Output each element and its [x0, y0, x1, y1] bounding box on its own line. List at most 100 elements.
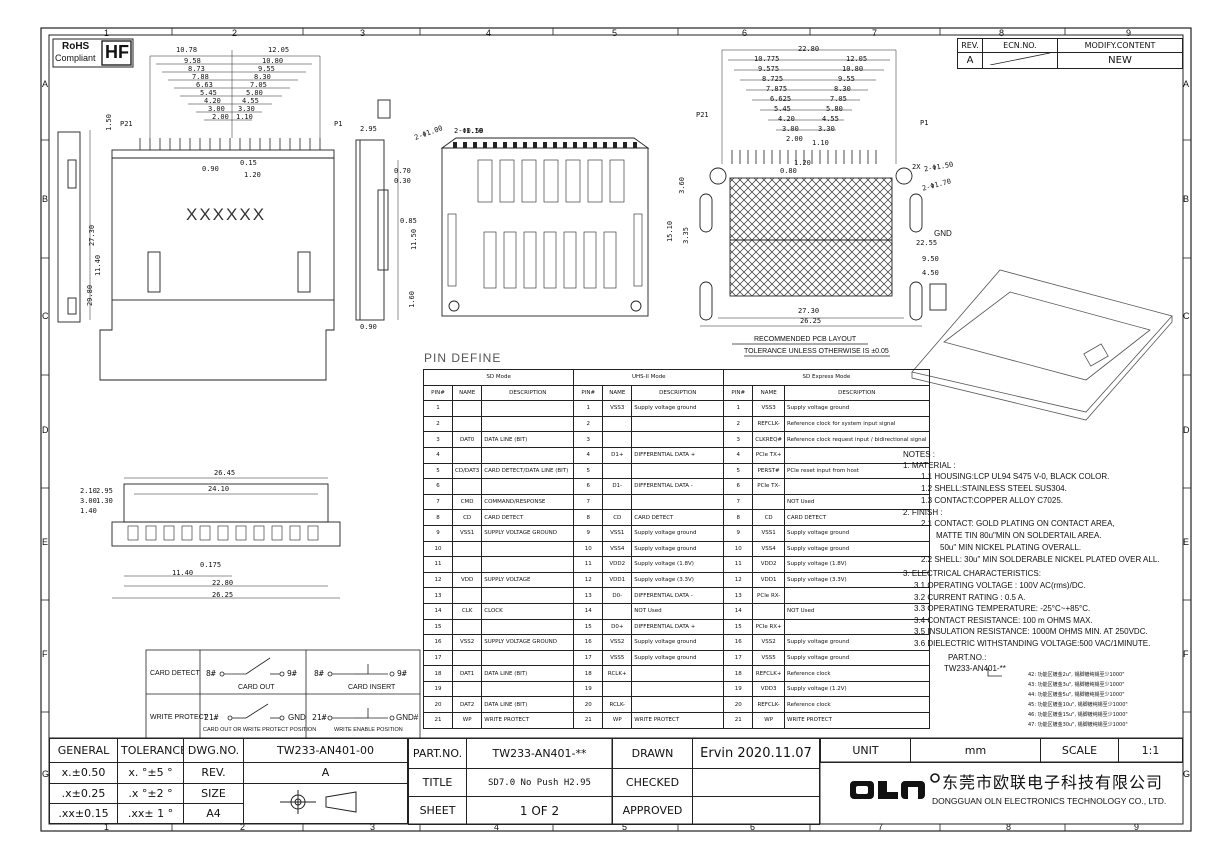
pin-name: DAT2 [451, 696, 483, 714]
pin-number: 14 [573, 602, 604, 620]
dim-label: 27.30 [88, 224, 97, 247]
row-label: D [42, 425, 49, 435]
note-line: 3.4 CONTACT RESISTANCE: 100 m OHMS MAX. [914, 616, 1093, 625]
pin-number: 5 [423, 462, 453, 480]
pin-description: DATA LINE (BIT) [481, 665, 575, 682]
pin-description [481, 446, 575, 464]
revision-table: REV. ECN.NO. MODIFY.CONTENT A NEW [957, 38, 1183, 69]
pin-number: 11 [423, 556, 453, 573]
note-line: 3.2 CURRENT RATING : 0.5 A. [914, 593, 1026, 602]
note-line: 50u" MIN NICKEL PLATING OVERALL. [940, 543, 1082, 552]
pin-ref: 21# [312, 713, 327, 722]
dim-label: 1.10 [236, 113, 253, 121]
pin-name [602, 602, 633, 620]
pin-ref: 9# [287, 669, 297, 678]
note-line: 3.6 DIELECTRIC WITHSTANDING VOLTAGE:500 … [914, 639, 1151, 648]
pin-description: Supply voltage ground [784, 540, 930, 558]
pin-description: NOT Used [784, 602, 930, 620]
pin-number: 7 [573, 493, 604, 511]
pin-name: VSS2 [602, 634, 633, 651]
pin-number: 6 [723, 478, 754, 495]
pin-name: PERST# [752, 462, 786, 480]
pin-description [481, 587, 575, 604]
pin-label: P1 [334, 120, 343, 128]
dim-label: 1.30 [96, 497, 113, 505]
pin-description: Supply voltage ground [631, 400, 725, 417]
pin-name: VSS5 [602, 649, 633, 667]
pin-number: 13 [723, 587, 754, 604]
pin-number: 15 [723, 618, 754, 636]
pin-name: VSS3 [602, 400, 633, 417]
note-line: 3.1 OPERATING VOLTAGE : 100V AC(rms)/DC. [914, 581, 1086, 590]
dim-label: 22.80 [798, 45, 820, 53]
part-marking: XXXXXX [186, 205, 267, 224]
pin-ref: 8# [206, 669, 216, 678]
col-header: PIN# [573, 384, 604, 402]
pin-name: CMD [451, 493, 483, 511]
pin-label: P21 [120, 120, 133, 128]
pin-name [602, 431, 633, 448]
pin-name: CD [752, 509, 786, 526]
pin-name: RCLK- [602, 696, 633, 714]
dim-label: 7.875 [766, 85, 788, 93]
col-header: NAME [752, 384, 786, 402]
rohs-compliant-label: Compliant [55, 53, 96, 63]
pin-description: Reference clock request input / bidirect… [784, 431, 930, 448]
dim-label: 1.10 [812, 139, 829, 147]
pin-name: WP [602, 712, 633, 729]
pin-name: CD/DAT3 [451, 462, 483, 480]
row-label: E [42, 537, 49, 547]
hf-label: HF [105, 42, 129, 62]
pin-number: 9 [423, 524, 453, 542]
pin-name [752, 493, 786, 511]
dim-label: 26.45 [214, 469, 236, 477]
card-insert-label: CARD INSERT [348, 684, 396, 691]
dim-label: 10.80 [842, 65, 864, 73]
pin-name: VSS2 [451, 634, 483, 651]
pin-name: D0- [602, 587, 633, 604]
pin-description: CARD DETECT/DATA LINE (BIT) [481, 462, 575, 480]
dim-label: 4.20 [204, 97, 221, 105]
dim-label: 0.70 [394, 167, 411, 175]
pin-define-title: PIN DEFINE [424, 351, 502, 365]
pin-number: 16 [573, 634, 604, 651]
pin-number: 20 [723, 696, 754, 714]
part-no-label: PART.NO.: [948, 653, 987, 662]
dim-label: 8.30 [834, 85, 851, 93]
pin-description: SUPPLY VOLTAGE [481, 571, 575, 589]
company-name-en: DONGGUAN OLN ELECTRONICS TECHNOLOGY CO.,… [932, 796, 1167, 806]
pin-description: Supply voltage (1.8V) [631, 556, 725, 573]
pin-description: DIFFERENTIAL DATA - [631, 478, 725, 495]
pin-description: SUPPLY VOLTAGE GROUND [481, 634, 575, 651]
dim-label: 2.95 [360, 125, 377, 133]
note-line: 1.1 HOUSING:LCP UL94 S475 V-0, BLACK COL… [921, 472, 1110, 481]
drawn-label: DRAWN [612, 738, 693, 769]
modify-header: MODIFY.CONTENT [1057, 38, 1183, 53]
dim-label: 9.50 [922, 255, 939, 263]
pin-number: 19 [423, 680, 453, 698]
tolerance-label: TOLERANCE [117, 737, 184, 764]
pin-number: 2 [573, 415, 604, 433]
col-label: 1 [104, 28, 110, 38]
dim-label: 4.50 [922, 269, 939, 277]
pin-name [602, 680, 633, 698]
pin-description: Reference clock [784, 665, 930, 682]
pin-name: VSS1 [602, 524, 633, 542]
dim-label: 5.80 [246, 89, 263, 97]
pin-number: 15 [573, 618, 604, 636]
dim-label: 15.10 [666, 220, 675, 243]
dim-label: 9.55 [258, 65, 275, 73]
pin-number: 16 [723, 634, 754, 651]
dim-label: 9.58 [184, 57, 201, 65]
dim-label: 3.30 [238, 105, 255, 113]
pin-number: 11 [723, 556, 754, 573]
dim-label: 12.05 [846, 55, 868, 63]
pin-number: 10 [723, 540, 754, 558]
